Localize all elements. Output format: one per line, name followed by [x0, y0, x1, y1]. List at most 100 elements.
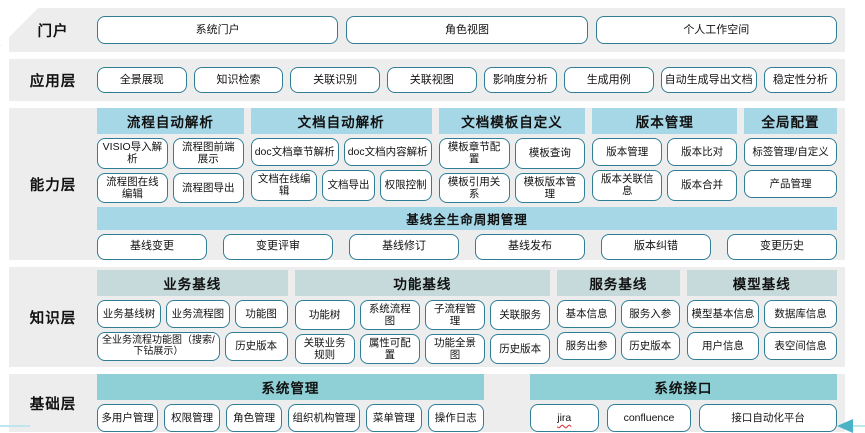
cap-button: 版本关联信息: [592, 170, 663, 201]
bottom-left-line-decoration: [0, 425, 30, 427]
portal-layer-band: 门户 系统门户 角色视图 个人工作空间: [9, 8, 845, 52]
baseline-button: 变更历史: [727, 233, 837, 260]
knowledge-button: 模型基本信息: [686, 299, 760, 328]
group-header: 服务基线: [557, 269, 680, 296]
knowledge-button: 业务流程图: [165, 299, 230, 328]
capability-group: 版本管理 版本管理 版本比对 版本关联信息 版本合并: [592, 108, 738, 202]
cap-button: 流程图前端展示: [172, 138, 244, 169]
cap-button: 产品管理: [744, 170, 837, 199]
group-header: 文档自动解析: [250, 108, 432, 135]
layer-label-application: 应用层: [29, 73, 77, 90]
left-arrow-icon: [837, 419, 853, 433]
cap-button: doc文档章节解析: [250, 138, 339, 167]
app-button: 影响度分析: [483, 67, 557, 93]
knowledge-layer-band: 知识层 业务基线 业务基线树 业务流程图 功能图 全业务流程功能图（搜索/下钻展…: [9, 267, 845, 367]
knowledge-group: 业务基线 业务基线树 业务流程图 功能图 全业务流程功能图（搜索/下钻展示） 历…: [97, 269, 288, 364]
knowledge-button: 表空间信息: [764, 331, 838, 360]
base-layer-band: 基础层 系统管理 多用户管理 权限管理 角色管理 组织机构管理 菜单管理 操作日…: [9, 374, 845, 432]
group-header: 系统接口: [529, 374, 837, 400]
knowledge-button: 关联业务规则: [294, 334, 355, 365]
knowledge-button: 属性可配置: [359, 334, 420, 365]
layer-label-capability: 能力层: [29, 177, 77, 194]
cap-button: 版本合并: [667, 170, 738, 201]
knowledge-button: 关联服务: [490, 299, 551, 330]
group-header: 文档模板自定义: [438, 108, 586, 135]
portal-button: 角色视图: [346, 16, 588, 44]
layer-label-portal: 门户: [37, 23, 69, 40]
knowledge-button: 数据库信息: [764, 299, 838, 328]
system-interface-group: 系统接口 jira confluence 接口自动化平台: [529, 374, 837, 432]
cap-button: 模板章节配置: [438, 138, 510, 169]
cap-button: 版本比对: [667, 138, 738, 167]
group-header: 全局配置: [744, 108, 837, 135]
cap-button: VISIO导入解析: [97, 138, 168, 169]
group-header: 模型基线: [686, 269, 838, 296]
architecture-diagram: 门户 系统门户 角色视图 个人工作空间 应用层 全景展现 知识检索 关联识别 关…: [9, 8, 845, 432]
knowledge-button: 服务入参: [620, 299, 680, 328]
base-button: 权限管理: [164, 404, 221, 432]
knowledge-button: 基本信息: [557, 299, 616, 328]
knowledge-button: 全业务流程功能图（搜索/下钻展示）: [97, 331, 220, 361]
layer-label-knowledge: 知识层: [29, 310, 77, 327]
app-button: 知识检索: [193, 67, 284, 93]
capability-group: 文档模板自定义 模板章节配置 模板查询 模板引用关系 模板版本管理: [438, 108, 586, 203]
cap-button: 版本管理: [592, 138, 663, 167]
cap-button: doc文档内容解析: [343, 138, 432, 167]
system-management-group: 系统管理 多用户管理 权限管理 角色管理 组织机构管理 菜单管理 操作日志: [97, 374, 484, 432]
knowledge-group: 模型基线 模型基本信息 数据库信息 用户信息 表空间信息: [686, 269, 838, 364]
cap-button: 模板引用关系: [438, 172, 510, 203]
capability-layer-band: 能力层 流程自动解析 VISIO导入解析 流程图前端展示 流程图在线编辑 流程图…: [9, 108, 845, 260]
baseline-button: 基线变更: [97, 233, 207, 260]
knowledge-button: 系统流程图: [359, 299, 420, 330]
base-button: 菜单管理: [365, 404, 422, 432]
app-button: 生成用例: [563, 67, 654, 93]
app-button: 关联视图: [386, 67, 477, 93]
base-button: 操作日志: [427, 404, 484, 432]
group-header: 功能基线: [294, 269, 551, 296]
cap-button: 标签管理/自定义: [744, 138, 837, 167]
baseline-button: 变更评审: [223, 233, 333, 260]
knowledge-button: 功能树: [294, 299, 355, 330]
knowledge-button: 子流程管理: [424, 299, 486, 330]
application-layer-band: 应用层 全景展现 知识检索 关联识别 关联视图 影响度分析 生成用例 自动生成导…: [9, 59, 845, 101]
cap-button: 模板查询: [514, 138, 586, 169]
group-header: 版本管理: [592, 108, 738, 135]
knowledge-button: 用户信息: [686, 331, 760, 360]
bottom-right-line-decoration: [851, 425, 865, 427]
capability-group: 文档自动解析 doc文档章节解析 doc文档内容解析 文档在线编辑 文档导出 权…: [250, 108, 432, 202]
baseline-button: 基线修订: [349, 233, 459, 260]
cap-button: 文档导出: [322, 170, 375, 201]
baseline-button: 基线发布: [475, 233, 585, 260]
base-button: confluence: [606, 404, 692, 432]
portal-button: 个人工作空间: [595, 16, 837, 44]
app-button: 稳定性分析: [763, 67, 837, 93]
cap-button: 模板版本管理: [514, 172, 586, 203]
group-header: 流程自动解析: [97, 108, 244, 135]
group-header: 系统管理: [97, 374, 484, 400]
knowledge-button: 历史版本: [620, 331, 680, 360]
knowledge-button: 服务出参: [557, 331, 616, 360]
cap-button: 文档在线编辑: [250, 170, 318, 201]
knowledge-group: 服务基线 基本信息 服务入参 服务出参 历史版本: [557, 269, 680, 364]
capability-group: 全局配置 标签管理/自定义 产品管理: [744, 108, 837, 202]
portal-button: 系统门户: [97, 16, 339, 44]
app-button: 关联识别: [290, 67, 380, 93]
base-button: 接口自动化平台: [699, 404, 837, 432]
knowledge-button: 功能图: [234, 299, 288, 328]
base-button: 多用户管理: [97, 404, 159, 432]
knowledge-button: 业务基线树: [97, 299, 161, 328]
base-button: jira: [529, 404, 599, 432]
knowledge-group: 功能基线 功能树 系统流程图 子流程管理 关联服务 关联业务规则 属性可配置 功…: [294, 269, 551, 365]
baseline-lifecycle-header: 基线全生命周期管理: [97, 206, 837, 230]
base-button: 角色管理: [226, 404, 283, 432]
app-button: 全景展现: [97, 67, 187, 93]
cap-button: 流程图在线编辑: [97, 172, 168, 203]
base-button: 组织机构管理: [288, 404, 360, 432]
knowledge-button: 功能全景图: [424, 334, 486, 365]
baseline-button: 版本纠错: [601, 233, 711, 260]
group-header: 业务基线: [97, 269, 288, 296]
cap-button: 流程图导出: [172, 172, 244, 203]
knowledge-button: 历史版本: [224, 331, 288, 361]
app-button: 自动生成导出文档: [660, 67, 757, 93]
layer-label-base: 基础层: [29, 396, 77, 413]
